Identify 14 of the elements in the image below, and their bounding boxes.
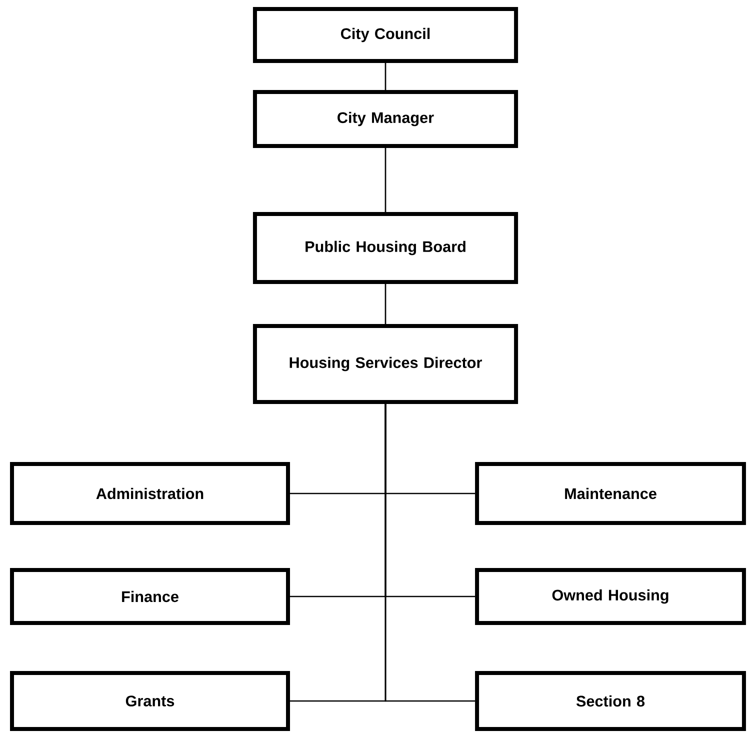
org-box: Administration xyxy=(10,462,290,525)
connector-line xyxy=(384,284,386,324)
org-box: Maintenance xyxy=(475,462,746,525)
connector-line xyxy=(384,63,386,90)
org-box: City Manager xyxy=(252,90,518,148)
connector-line xyxy=(384,148,386,212)
org-box: City Council xyxy=(252,7,518,63)
org-box: Section 8 xyxy=(475,671,746,731)
org-box: Finance xyxy=(10,568,290,626)
org-box: Grants xyxy=(10,671,290,731)
org-box: Housing Services Director xyxy=(252,324,518,404)
org-box: Owned Housing xyxy=(475,568,746,626)
org-box: Public Housing Board xyxy=(252,212,518,284)
connector-line xyxy=(384,404,476,702)
